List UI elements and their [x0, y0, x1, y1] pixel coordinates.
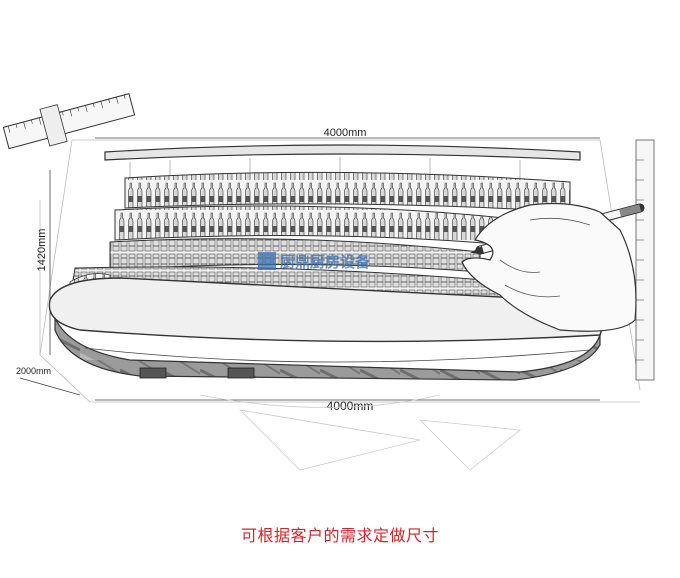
svg-text:厨鼎厨房设备: 厨鼎厨房设备: [280, 253, 371, 271]
dim-depth: 2000mm: [16, 366, 51, 376]
ruler-icon: [2, 93, 136, 150]
drafting-tools: [199, 394, 522, 471]
counter-top: [48, 277, 603, 343]
canopy: [104, 144, 581, 180]
watermark-logo: 厨鼎厨房设备: [258, 252, 371, 271]
vertical-ruler-icon: [635, 139, 655, 381]
dimension-lines: [19, 137, 600, 401]
dim-top-width: 4000mm: [324, 127, 367, 139]
custom-size-caption: 可根据客户的需求定做尺寸: [240, 526, 439, 545]
shelf-tier-1: [124, 171, 571, 213]
dim-bottom-width: 4000mm: [327, 399, 374, 413]
hand-with-pencil-icon: [461, 202, 645, 332]
marble-base: [54, 317, 601, 381]
dim-height: 1420mm: [36, 229, 48, 272]
